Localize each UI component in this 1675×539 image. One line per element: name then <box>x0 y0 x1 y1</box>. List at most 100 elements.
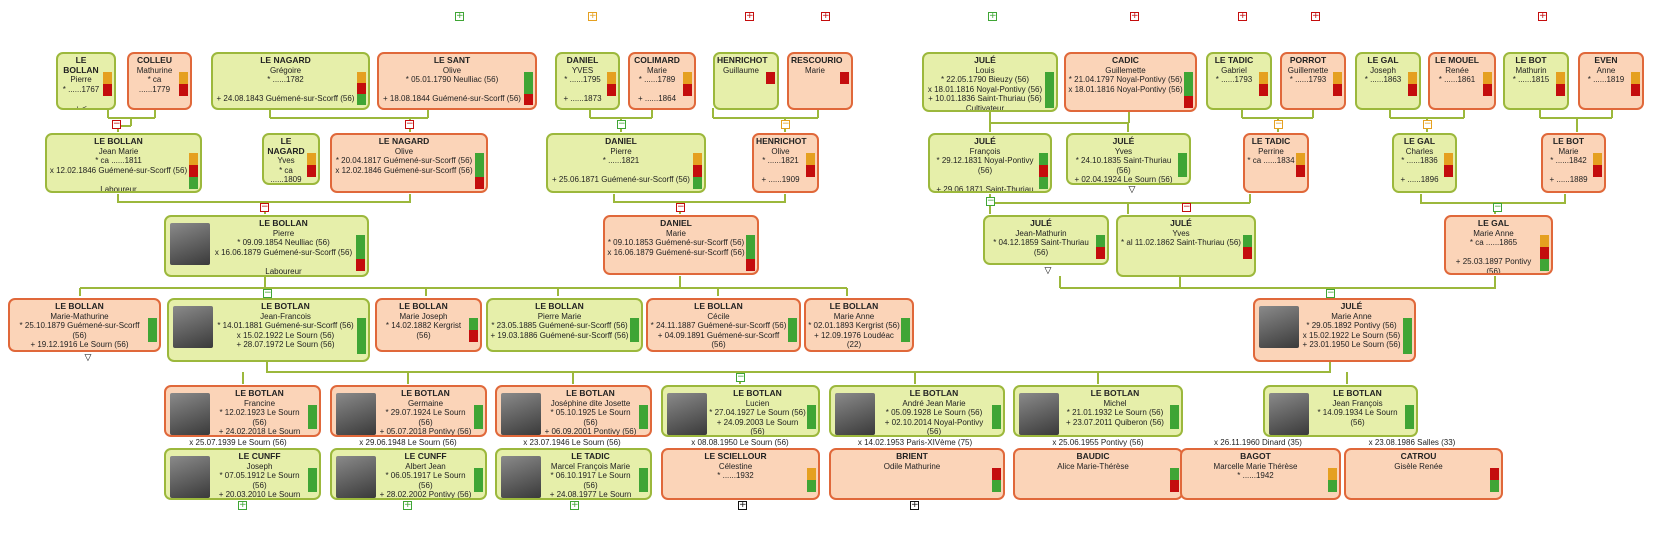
status-bars <box>1296 153 1305 177</box>
expand-branch-icon[interactable]: + <box>738 500 747 510</box>
person-detail-line: * 29.05.1892 Pontivy (56) <box>1306 321 1397 330</box>
more-descendants-icon[interactable]: ▽ <box>1128 184 1136 194</box>
collapse-branch-icon[interactable]: − <box>1182 202 1191 212</box>
expand-branch-icon[interactable]: + <box>745 11 754 21</box>
status-bars <box>807 405 816 429</box>
person-detail-line: * 21.01.1932 Le Sourn (56) <box>1066 408 1164 417</box>
collapse-branch-icon[interactable]: − <box>1493 202 1502 212</box>
collapse-branch-icon[interactable]: − <box>112 119 121 129</box>
status-bars <box>1593 153 1602 177</box>
expand-branch-icon[interactable]: + <box>821 11 830 21</box>
expand-branch-icon[interactable]: + <box>588 11 597 21</box>
expand-branch-icon[interactable]: + <box>238 500 247 510</box>
collapse-branch-icon[interactable]: − <box>1423 119 1432 129</box>
collapse-branch-icon[interactable]: − <box>781 119 790 129</box>
collapse-branch-icon[interactable]: − <box>1326 288 1335 298</box>
expand-branch-icon[interactable]: + <box>1238 11 1247 21</box>
status-bars <box>639 405 648 429</box>
collapse-branch-icon[interactable]: − <box>986 196 995 206</box>
expand-branch-icon[interactable]: + <box>1311 11 1320 21</box>
expand-branch-icon[interactable]: + <box>910 500 919 510</box>
status-bar-green <box>1039 177 1048 189</box>
collapse-branch-icon[interactable]: − <box>617 119 626 129</box>
collapse-branch-icon[interactable]: − <box>405 119 414 129</box>
person-given-name: Yves <box>1172 228 1190 238</box>
collapse-branch-icon[interactable]: − <box>263 288 272 298</box>
expand-branch-icon[interactable]: + <box>1538 11 1547 21</box>
status-bar-green <box>788 330 797 342</box>
expand-branch-icon[interactable]: + <box>1130 11 1139 21</box>
collapse-branch-icon[interactable]: − <box>736 372 745 382</box>
expand-branch-icon[interactable]: + <box>455 11 464 21</box>
collapse-branch-icon[interactable]: − <box>260 202 269 212</box>
more-descendants-icon[interactable]: ▽ <box>1044 265 1052 275</box>
status-bar-green <box>474 405 483 417</box>
more-descendants-icon[interactable]: ▽ <box>84 352 92 362</box>
collapse-branch-icon[interactable]: − <box>1274 119 1283 129</box>
expand-branch-icon[interactable]: + <box>570 500 579 510</box>
expand-branch-icon[interactable]: + <box>403 500 412 510</box>
person-photo <box>336 456 376 498</box>
expand-branch-icon[interactable]: + <box>988 11 997 21</box>
collapse-branch-icon[interactable]: − <box>676 202 685 212</box>
status-bar-green <box>992 417 1001 429</box>
